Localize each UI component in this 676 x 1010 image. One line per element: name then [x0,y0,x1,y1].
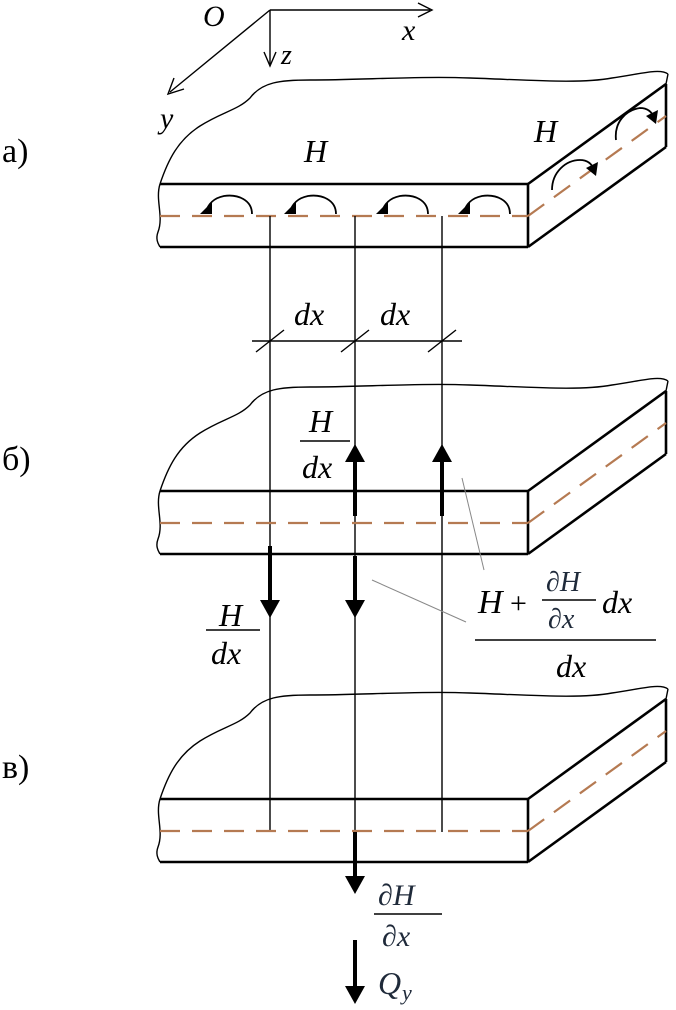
leader-line-1 [461,477,485,571]
plate-a-left-cut [156,183,161,248]
z-axis-arrowhead [263,51,277,68]
plate-a-midplane-side [527,115,667,217]
expr-plus: + [510,587,527,620]
H-label-side: H [533,113,559,149]
plate-c-midplane-side [527,730,667,832]
plate-b-left-cut [156,490,161,555]
dx-label-1: dx [294,296,324,332]
x-axis-label: x [401,14,416,47]
frac-down-numerator: H [218,597,244,633]
dx-tick-2 [340,329,370,353]
down-arrow-1-head [260,600,280,618]
expr-H: H [477,584,505,621]
y-axis-line [169,9,271,93]
z-axis-label: z [280,40,292,71]
dx-dimension: dx dx [252,296,462,353]
plate-c-left-cut [156,798,161,863]
Q-letter: Q [378,965,401,1001]
plate-a-back-corner [665,73,669,85]
panel-label-c: в) [2,749,29,786]
plate-a-wavy-edge [159,70,669,185]
leader-line-2 [371,579,467,623]
up-arrow-2-head [432,444,452,462]
torque-arrows-side [551,107,658,191]
fraction-H-over-dx-down: H dx [206,597,260,671]
torque-arrow-3 [381,194,429,215]
fraction-dH-dx: ∂H ∂x [374,879,442,953]
coordinate-axes: O x z y [157,0,434,135]
plate-c [156,685,669,864]
up-arrow-1-head [345,444,365,462]
res-denominator: ∂x [382,920,411,953]
dx-tick-1 [255,329,285,353]
plate-a-bottom-side-edge [527,145,667,249]
panel-label-a: а) [2,133,28,170]
expr-partial-numerator: ∂H [546,567,582,598]
frac-up-denominator: dx [302,449,332,485]
expr-partial-denominator: ∂x [548,604,575,635]
torque-arrow-4 [463,194,511,215]
torque-arrow-1 [205,194,253,215]
resultant-arrows [345,832,365,1004]
dx-tick-3 [427,329,457,353]
origin-label: O [203,0,225,33]
y-axis-arrowhead [166,77,185,96]
torque-arrow-2 [289,194,337,215]
plate-b [156,377,669,556]
torque-arrows-front [200,194,511,215]
fraction-H-over-dx-up: H dx [300,403,350,485]
plate-b-wavy-edge [159,377,669,492]
down-arrow-2-head [345,600,365,618]
plate-b-back-corner [665,380,669,392]
expr-dx: dx [602,584,632,620]
Qy-arrow-head [345,986,365,1004]
plate-c-wavy-edge [159,685,669,800]
force-arrows-b [260,444,452,618]
plate-c-bottom-side-edge [527,760,667,864]
frac-down-denominator: dx [211,635,241,671]
x-axis-arrowhead [417,2,434,18]
expression-H-plus-dH-dx: H + ∂H ∂x dx dx [475,567,656,684]
Qy-label: Q y [378,965,412,1005]
plate-b-top-side-edge [527,389,667,493]
H-label-top: H [303,133,329,169]
frac-up-numerator: H [308,403,334,439]
Q-subscript: y [400,980,412,1005]
plate-b-midplane-side [527,422,667,524]
torque-arrow-side-1 [551,159,595,191]
panel-label-b: б) [2,441,31,478]
plate-a-top-side-edge [527,82,667,186]
plate-c-top-side-edge [527,697,667,801]
plate-c-back-corner [665,688,669,700]
plate-b-bottom-side-edge [527,452,667,556]
y-axis-label: y [157,102,174,135]
res-numerator: ∂H [378,879,417,912]
expr-denominator: dx [556,648,586,684]
plate-a: H H [156,70,669,249]
dx-label-2: dx [380,296,410,332]
torque-arrow-side-2 [614,107,655,141]
resultant-arrow-head [345,876,365,894]
